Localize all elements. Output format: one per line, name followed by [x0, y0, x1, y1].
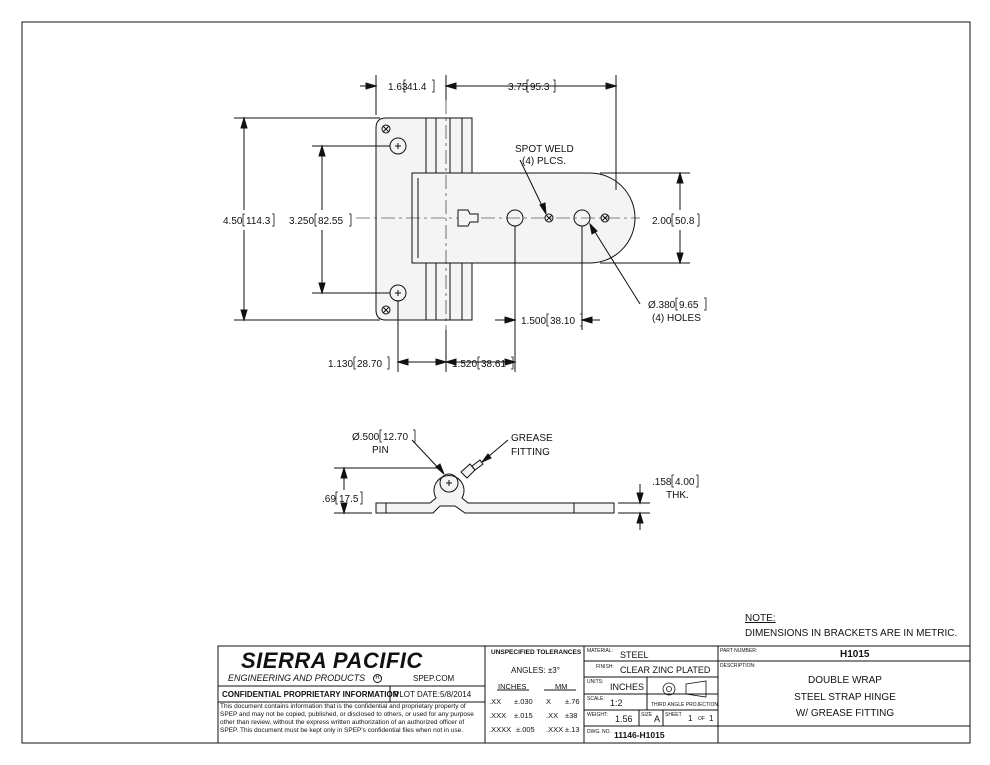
sheet-label: SHEET [665, 712, 682, 718]
scale-label: SCALE: [587, 696, 605, 702]
description-line-1: DOUBLE WRAP [808, 675, 882, 686]
tol-row-2-c: .XX [546, 711, 559, 720]
note-title: NOTE: [745, 613, 776, 624]
third-angle-projection-icon [662, 680, 707, 698]
dwg-label: DWG. NO. [587, 729, 611, 735]
dim-2-00-mm: 50.8 [675, 216, 695, 227]
tol-row-3-a: .XXXX [489, 725, 512, 734]
tolerance-inches-header: INCHES [498, 682, 527, 691]
weight-value: 1.56 [615, 714, 633, 724]
dim-3-75-mm: 95.3 [530, 82, 550, 93]
dim-hole-dia-mm: 9.65 [679, 300, 699, 311]
dim-pin-dia: Ø.500 [352, 432, 380, 443]
part-number-label: PART NUMBER: [720, 648, 758, 654]
hole-count: (4) HOLES [652, 313, 701, 324]
finish-label: FINISH: [596, 664, 614, 670]
plot-date: 5/8/2014 [440, 690, 472, 699]
tol-row-2-a: .XXX [489, 711, 507, 720]
dim-thk-mm: 4.00 [675, 477, 695, 488]
plot-date-label: PLOT DATE: [394, 690, 440, 699]
grease-label-1: GREASE [511, 433, 553, 444]
tolerance-angles: ANGLES: ±3° [511, 666, 560, 675]
grease-label-2: FITTING [511, 447, 550, 458]
of-label: OF [698, 716, 705, 722]
dim-thk: .158 [652, 477, 672, 488]
registered-icon: R [373, 674, 382, 683]
sheet-value: 1 [688, 714, 693, 723]
dim-1-500: 1.500 [521, 316, 546, 327]
dim-3-250: 3.250 [289, 216, 314, 227]
confidential-label: CONFIDENTIAL PROPRIETARY INFORMATION [222, 690, 399, 699]
company-website: SPEP.COM [413, 674, 455, 683]
description-line-3: W/ GREASE FITTING [795, 708, 895, 719]
dim-0-69-mm: 17.5 [339, 494, 359, 505]
tol-row-1-b: ±.030 [514, 697, 533, 706]
disclaimer-text: This document contains information that … [220, 703, 474, 734]
dimension-labels: 1.63 41.4 3.75 95.3 4.50 114.3 3.250 82.… [223, 82, 701, 505]
dim-1-63: 1.63 [388, 82, 408, 93]
tol-row-3-d: ±.13 [565, 725, 580, 734]
spot-weld-icon [381, 305, 391, 315]
tol-row-2-b: ±.015 [514, 711, 533, 720]
dim-3-250-mm: 82.55 [318, 216, 343, 227]
dim-4-50-mm: 114.3 [246, 216, 271, 227]
spot-weld-icon [600, 213, 610, 223]
dim-3-75: 3.75 [508, 82, 528, 93]
title-block-frame [217, 645, 971, 744]
dim-1-520-mm: 38.61 [481, 359, 506, 370]
spot-weld-icon [381, 124, 391, 134]
company-subtitle: ENGINEERING AND PRODUCTS [228, 673, 366, 683]
grease-fitting-icon [457, 209, 479, 227]
tol-row-1-a: .XX [489, 697, 502, 706]
dim-2-00: 2.00 [652, 216, 672, 227]
part-number: H1015 [840, 649, 870, 660]
units-label: UNITS: [587, 679, 604, 685]
tol-row-3-b: ±.005 [516, 725, 535, 734]
dim-1-63-mm: 41.4 [407, 82, 427, 93]
company-logo: SIERRA PACIFIC [241, 648, 423, 673]
projection-label: THIRD ANGLE PROJECTION [651, 702, 718, 708]
tol-row-1-c: X [546, 697, 552, 706]
note-text: DIMENSIONS IN BRACKETS ARE IN METRIC. [745, 628, 958, 639]
dim-hole-dia: Ø.380 [648, 300, 676, 311]
dim-pin-dia-mm: 12.70 [383, 432, 408, 443]
tolerance-mm-header: MM [555, 682, 568, 691]
description-label: DESCRIPTION: [720, 663, 756, 669]
spot-weld-count: (4) PLCS. [522, 156, 566, 167]
dwg-value: 11146-H1015 [614, 730, 665, 740]
dim-1-500-mm: 38.10 [550, 316, 575, 327]
scale-value: 1:2 [610, 698, 623, 708]
left-leaf [375, 117, 427, 321]
tol-row-2-d: ±38 [565, 711, 578, 720]
pin-label: PIN [372, 445, 389, 456]
dim-1-130: 1.130 [328, 359, 353, 370]
spot-weld-icon [544, 213, 554, 223]
finish-value: CLEAR ZINC PLATED [620, 665, 711, 675]
hinge-profile [375, 475, 615, 514]
material-label: MATERIAL: [587, 648, 614, 654]
thk-label: THK. [666, 490, 689, 501]
weight-label: WEIGHT: [587, 712, 608, 718]
spot-weld-label: SPOT WELD [515, 144, 574, 155]
side-view [334, 439, 650, 530]
tol-row-1-d: ±.76 [565, 697, 580, 706]
dim-1-130-mm: 28.70 [357, 359, 382, 370]
dim-1-520: 1.520 [452, 359, 477, 370]
pin-icon [439, 473, 459, 493]
tol-row-3-c: .XXX [546, 725, 564, 734]
material-value: STEEL [620, 650, 649, 660]
mm-brackets [242, 79, 707, 505]
units-value: INCHES [610, 682, 645, 692]
plan-view [234, 75, 690, 372]
tolerances-title: UNSPECIFIED TOLERANCES [491, 649, 582, 656]
size-label: SIZE [641, 712, 653, 718]
dim-0-69: .69 [322, 494, 336, 505]
dim-4-50: 4.50 [223, 216, 243, 227]
description-line-2: STEEL STRAP HINGE [794, 692, 896, 703]
size-value: A [654, 714, 661, 724]
of-value: 1 [709, 714, 714, 723]
